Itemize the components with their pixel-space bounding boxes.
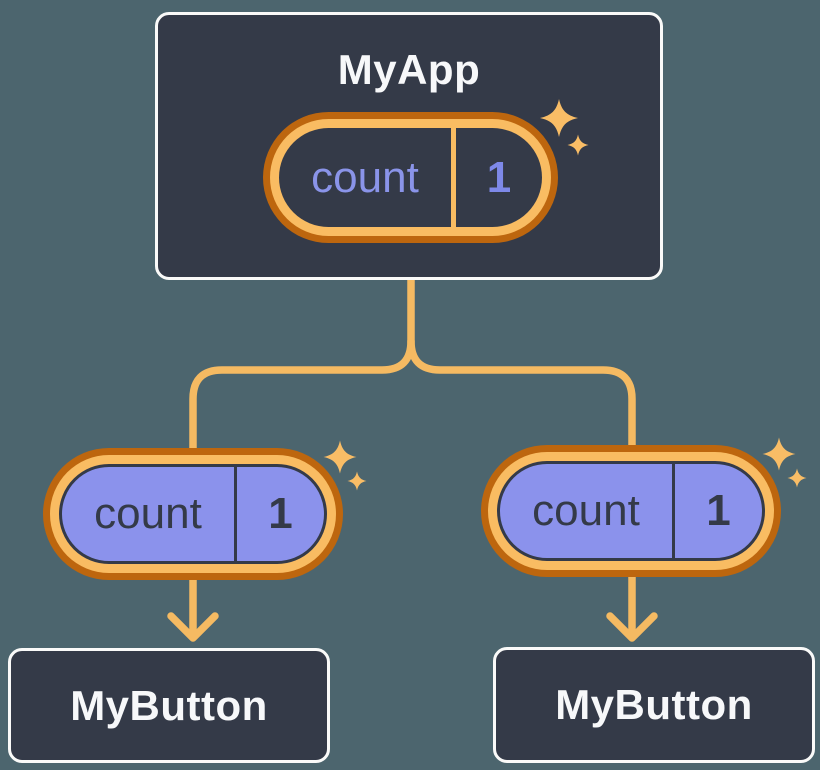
state-value-label: 1 [486,152,512,202]
prop-pill-right-divider [672,464,675,558]
prop-pill-right-ring: count 1 [488,452,774,570]
sparkle-icon [762,437,796,471]
sparkle-icon [347,471,367,491]
arrowhead-left-icon [167,612,219,642]
prop-pill-left: count 1 [43,448,343,580]
prop-value-label-left: 1 [268,489,293,538]
sparkle-icon [787,468,807,488]
state-pill: count 1 [263,112,558,243]
state-name-label: count [311,152,419,202]
state-pill-ring: count 1 [270,119,551,236]
prop-name-label-right: count [532,486,640,535]
arrowhead-right-icon [606,612,658,642]
root-component-title: MyApp [337,46,481,93]
child-component-card-left: MyButton [8,648,330,763]
prop-pill-right: count 1 [481,445,781,577]
sparkle-icon [323,440,357,474]
prop-pill-left-ring: count 1 [50,455,336,573]
child-component-card-right: MyButton [493,647,815,763]
prop-name-label-left: count [94,489,202,538]
child-component-title-right: MyButton [555,681,753,728]
state-pill-divider [451,128,456,227]
child-component-title-left: MyButton [70,681,268,729]
prop-value-label-right: 1 [706,486,731,535]
